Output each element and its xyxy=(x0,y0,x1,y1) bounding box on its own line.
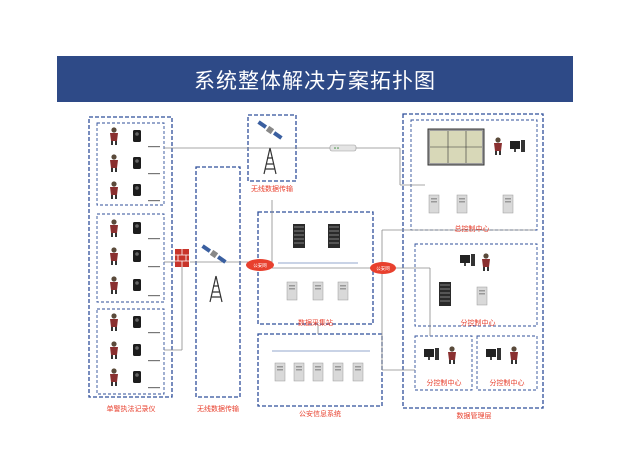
recorder-sub-box-2 xyxy=(96,213,165,303)
operator-icon xyxy=(494,137,525,155)
data-management-label: 数据管理层 xyxy=(456,412,492,420)
sub-center-left-box xyxy=(414,335,473,391)
recorder-captions xyxy=(148,146,160,389)
operator-icon xyxy=(460,253,490,271)
sub-center-left-label: 分控制中心 xyxy=(426,379,462,387)
connection-lines xyxy=(164,147,535,371)
master-center-label: 总控制中心 xyxy=(454,225,490,233)
sub-center-right-label: 分控制中心 xyxy=(489,379,525,387)
recorder-sub-box-1 xyxy=(96,122,165,206)
recorder-sub-box-3 xyxy=(96,308,165,395)
master-center-box xyxy=(410,119,538,231)
network-cloud-right: 公安网 xyxy=(370,262,396,274)
data-management-box xyxy=(402,113,544,409)
radio-tower-icon xyxy=(263,147,277,175)
sub-center-top-label: 分控制中心 xyxy=(460,319,496,327)
server-icon xyxy=(293,224,340,248)
operator-icon xyxy=(486,346,518,364)
sub-center-right-box xyxy=(476,335,538,391)
server-icon xyxy=(286,281,349,301)
data-collection-label: 数据采集站 xyxy=(298,319,333,327)
recorder-group-label: 单警执法记录仪 xyxy=(106,405,156,413)
wireless-top-label: 无线数据传输 xyxy=(251,185,293,193)
police-info-label: 公安信息系统 xyxy=(299,410,341,418)
cloud-label-right: 公安网 xyxy=(376,265,390,272)
server-icon xyxy=(274,362,364,382)
switch-bar xyxy=(272,350,370,352)
wireless-left-box xyxy=(195,166,241,398)
radio-tower-icon xyxy=(209,275,223,303)
diagram-title: 系统整体解决方案拓扑图 xyxy=(194,69,436,93)
recorder-group-box xyxy=(88,116,173,398)
satellite-icon xyxy=(201,244,227,264)
firewall-icon xyxy=(175,249,189,267)
title-banner: 系统整体解决方案拓扑图 xyxy=(57,56,573,102)
sub-center-top-box xyxy=(414,243,538,327)
cloud-label-left: 公安网 xyxy=(253,262,267,269)
network-cloud-left: 公安网 xyxy=(246,259,274,271)
satellite-icon xyxy=(257,120,283,140)
wireless-left-label: 无线数据传输 xyxy=(197,405,239,413)
router-icon xyxy=(329,144,357,152)
server-icon xyxy=(439,282,488,306)
operator-icon xyxy=(424,346,456,364)
server-icon xyxy=(428,194,514,214)
monitor-wall-icon xyxy=(427,128,485,166)
switch-bar xyxy=(278,262,358,264)
officer-icon xyxy=(110,127,141,386)
